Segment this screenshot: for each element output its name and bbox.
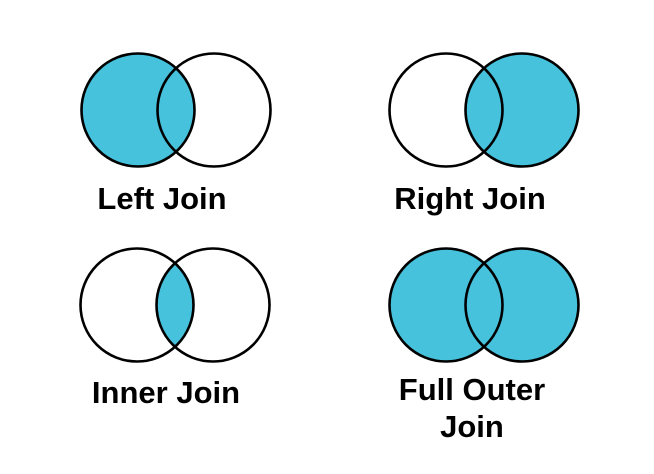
- venn-diagram-inner-join: [79, 247, 271, 363]
- venn-diagram-right-join: [388, 52, 580, 168]
- left-join-label: Left Join: [97, 181, 227, 216]
- venn-diagram-left-join: [80, 52, 272, 168]
- inner-join-label: Inner Join: [91, 375, 241, 410]
- right-circle-outline: [464, 52, 580, 168]
- left-circle-outline: [388, 247, 504, 363]
- left-circle-outline: [79, 247, 195, 363]
- overlap-fill: [156, 263, 194, 347]
- venn-diagram-full-outer-join: [388, 247, 580, 363]
- full-outer-join-label: Full Outer Join: [398, 372, 546, 444]
- right-circle-outline: [156, 52, 272, 168]
- left-circle-outline: [80, 52, 196, 168]
- right-circle-outline: [464, 247, 580, 363]
- right-circle-outline: [155, 247, 271, 363]
- right-join-label: Right Join: [394, 181, 546, 216]
- left-circle-outline: [388, 52, 504, 168]
